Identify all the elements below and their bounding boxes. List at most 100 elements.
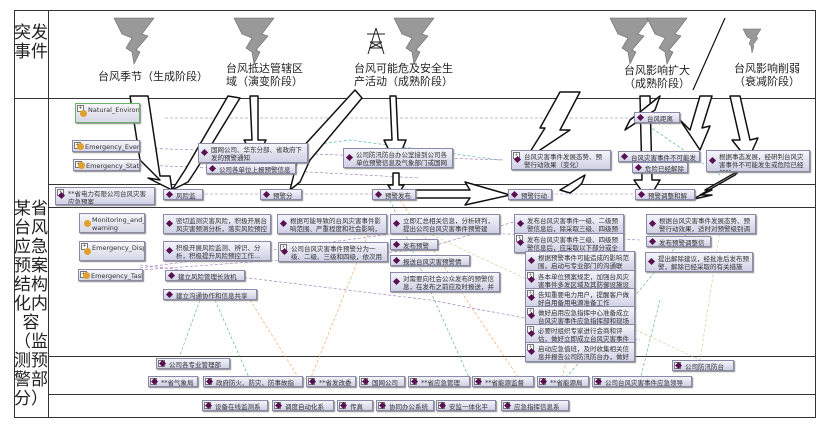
task-node[interactable]: 建立风险管理长效机制 [165, 270, 245, 281]
node-label: Emergency_Event [85, 143, 140, 151]
node-label: Emergency_Task [91, 272, 143, 280]
task-node[interactable]: 根据可能导致的台风灾害事件影响范围、严重程度和社会影响，确定... [277, 214, 387, 234]
task-node[interactable]: 发布台风灾害事件一级、二级预警信息后，除采取三级、四级预警行... [514, 214, 624, 234]
state-node[interactable]: +台风灾害事件发展态势、预警行动效果（变化） [511, 150, 611, 170]
process-node-warning-adjust-release[interactable]: 预警调整和解除 [635, 189, 695, 200]
task-node[interactable]: +告知重要电力用户，提醒客户做好自用备用电源准备工作 [525, 288, 635, 308]
process-node-warning-grading[interactable]: 预警分级 [260, 189, 302, 200]
node-label: 公司台风灾害事件应急领导小组 [605, 379, 683, 387]
org-node[interactable]: +公司各专业管理部门 [156, 358, 230, 369]
class-node-emergency-state[interactable]: +Emergency_State [73, 159, 140, 171]
org-node[interactable]: +**省能源监督办 [472, 376, 534, 387]
node-label: 建立沟通协作和信息共享机制 [176, 292, 248, 300]
node-label: 根据台风灾害事件发展态势、预警行动效果，适时对预警级别调整向... [659, 217, 750, 233]
task-node[interactable]: 建立沟通协作和信息共享机制 [163, 289, 257, 300]
node-label: 设备在线监测系统 [215, 403, 261, 411]
node-label: 告知重要电力用户，提醒客户做好自用备用电源准备工作 [538, 291, 629, 307]
task-node[interactable]: 根据台风灾害事件发展态势、预警行动效果，适时对预警级别调整向... [646, 214, 756, 234]
node-label: 提出解除建议，经批准后发布预警，解除已经采取的有关措施 [658, 255, 749, 271]
org-node[interactable]: +**省发改委 [306, 376, 356, 387]
stage-arrow [559, 174, 586, 194]
system-node[interactable]: +传真 [337, 400, 373, 411]
task-node[interactable]: +发布台风灾害事件三级、四级预警信息后，应采取以下部分或全部措... [514, 233, 624, 253]
node-label: Emergency_Disposal [92, 244, 144, 252]
org-node[interactable]: +公司防汛防台办 [672, 360, 734, 371]
process-node-risk-monitoring[interactable]: 风险监测 [163, 189, 203, 200]
node-label: Monitoring_and_Early-warning [92, 216, 144, 232]
state-node[interactable]: 危险已经解除 [632, 162, 688, 173]
class-node-emergency-task[interactable]: +Emergency_Task [78, 269, 143, 281]
task-node[interactable]: 对需要向社会公众发布的预警信息，在发布之前应及时报送，并提出... [390, 272, 500, 292]
org-node[interactable]: +**省应急管理厅 [408, 376, 470, 387]
state-node[interactable]: 国网公司、华东分部、省政府下发的预警通知 [198, 143, 308, 163]
task-node[interactable]: +启动应急值班，及时收集相关信息并报告公司防汛防台办，做好应急... [525, 342, 635, 362]
node-label: **省应急管理厅 [421, 379, 460, 387]
edge [639, 299, 661, 381]
class-node-natural-environment[interactable]: +Natural_Environment [75, 103, 140, 123]
tornado-icon [742, 28, 762, 54]
org-node[interactable]: +公司台风灾害事件应急领导小组 [592, 376, 692, 387]
node-label: 对需要向社会公众发布的预警信息，在发布之前应及时报送，并提出... [403, 275, 494, 291]
task-node[interactable]: 报送台风灾害预警情况 [390, 255, 470, 266]
event-stage-label: 台风影响削弱 （衰减阶段） [734, 62, 800, 88]
row-label-plan-content: 某省台风应急预案结构化内容（监测预警部分） [14, 199, 48, 409]
edge [214, 299, 251, 381]
node-label: 公司防汛防台办 [685, 363, 724, 371]
power-tower-icon [367, 27, 385, 55]
task-node[interactable]: 立即汇总相关信息，分析研判，提出公司台风灾害事件预警建议，经... [390, 214, 500, 234]
state-node[interactable]: 公司防汛防台办公室接到公司各单位预警信息及气象部门或国网公司... [343, 148, 453, 168]
node-label: 报送台风灾害预警情况 [403, 258, 462, 266]
tornado-icon [393, 17, 435, 65]
individual-icon [345, 153, 354, 162]
label-column-divider [48, 10, 49, 418]
class-node-emergency-event[interactable]: +Emergency_Event [72, 140, 140, 152]
state-node[interactable]: 根据事态发展，经研判台风灾害事件不可能发生或危险已经解除 [706, 150, 810, 172]
process-node-warning-action[interactable]: 预警行动 [508, 189, 552, 200]
org-node[interactable]: +**省气象局 [148, 376, 198, 387]
node-label: 国网公司、华东分部、省政府下发的预警通知 [211, 146, 302, 162]
node-label: 发布预警信息 [403, 242, 429, 250]
node-label: Natural_Environment [88, 106, 140, 114]
task-node[interactable]: +公司台风灾害事件预警分为一级、二级、三级和四级，依次用红色、... [278, 242, 388, 262]
tornado-icon [113, 17, 155, 65]
class-icon [80, 109, 87, 117]
org-node[interactable]: +**省能源局 [537, 376, 589, 387]
state-node[interactable]: 公司各单位上报预警信息 [206, 163, 296, 174]
process-layer-divider [48, 207, 816, 208]
process-node-plan[interactable]: +**省电力有限公司台风灾害应急预案 [55, 187, 155, 205]
individual-icon [392, 256, 401, 264]
task-node[interactable]: 提出解除建议，经批准后发布预警，解除已经采取的有关措施 [645, 252, 753, 272]
task-node[interactable]: 发布预警调整信息 [646, 236, 711, 247]
system-node[interactable]: +设备在线监测系统 [202, 400, 268, 411]
task-node[interactable]: +必要时组织专家进行会商和评估，做好立即成立台风灾害事件应急... [525, 324, 635, 344]
node-label: 国网公司 [372, 379, 398, 387]
node-label: 政府防火、防灾、防事故指挥部 [216, 379, 294, 387]
state-node[interactable]: 台风距离 [634, 112, 680, 123]
node-label: 必要时组织专家进行会商和评估，做好立即成立台风灾害事件应急... [538, 327, 629, 343]
event-stage-label: 台风影响扩大 （成熟阶段） [624, 64, 690, 90]
system-node[interactable]: +安监一体化平台 [436, 400, 496, 411]
system-node[interactable]: +调度自动化系统 [272, 400, 334, 411]
tornado-icon [233, 17, 275, 65]
task-node[interactable]: +做好启用应急指挥中心准备成立台风灾害事件应急指挥部和现场指挥... [525, 306, 635, 326]
system-node[interactable]: +应急指挥信息系统 [501, 400, 569, 411]
node-label: 安监一体化平台 [449, 403, 488, 411]
node-label: 台风距离 [647, 115, 673, 123]
state-node[interactable]: 台风灾害事件不可能发生 [618, 151, 700, 162]
org-node[interactable]: +政府防火、防灾、防事故指挥部 [203, 376, 303, 387]
system-node[interactable]: +协同办公系统 [376, 400, 434, 411]
individual-icon [510, 190, 519, 198]
edge [699, 229, 721, 361]
task-node[interactable]: 发布预警信息 [390, 239, 438, 250]
node-label: 风险监测 [176, 192, 196, 200]
org-node[interactable]: +国网公司 [359, 376, 405, 387]
task-node[interactable]: 密切监测灾害风险，积极开展台风灾害预测分析，落实风险预控措施 [163, 214, 271, 234]
process-node-warning-release[interactable]: 预警发布 [372, 189, 416, 200]
class-node-monitoring-early-warning[interactable]: Monitoring_and_Early-warning [79, 213, 145, 233]
individual-icon [620, 152, 629, 160]
task-node[interactable]: 积极开展风险监测、辨识、分析，积极提升风险预控工作... [163, 241, 271, 261]
class-node-emergency-disposal[interactable]: +Emergency_Disposal [79, 241, 145, 261]
node-label: **省能源局 [550, 379, 583, 387]
task-node[interactable]: 根据预警事件可能造成的影响范围，启动与专业部门的沟通联络，及... [525, 251, 635, 271]
task-node[interactable]: +各本单位预案规定，加强台风灾害事件多发区域及其防御设施设备巡... [525, 270, 635, 290]
